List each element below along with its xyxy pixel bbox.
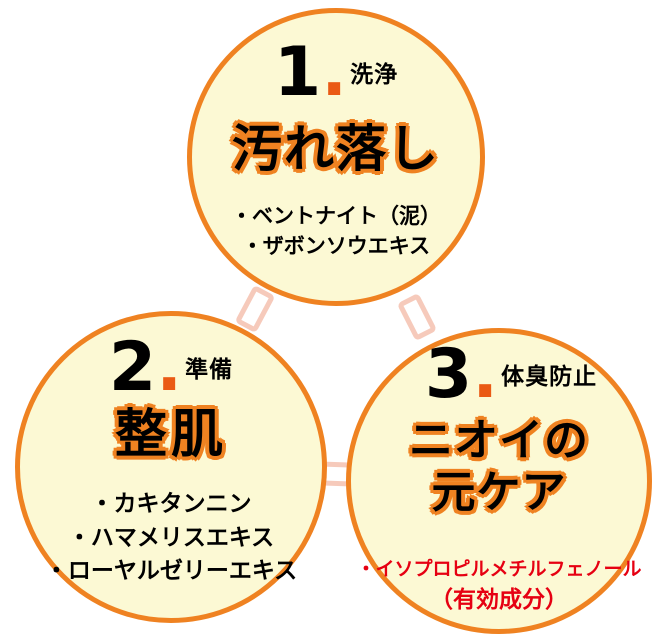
step-1-category-label: 洗浄: [350, 62, 399, 88]
step-1-number-dot: .: [321, 33, 348, 112]
ingredient-item: ・ハマメリスエキス: [67, 524, 275, 551]
step-2-circle: 2. 準備 整肌 ・カキタンニン ・ハマメリスエキス ・ローヤルゼリーエキス: [15, 311, 327, 623]
connector-top-to-right: [396, 292, 438, 342]
step-3-number-dot: .: [472, 335, 499, 414]
connector-top-to-left: [234, 284, 276, 334]
step-3-title-line: 元ケア: [431, 466, 567, 518]
step-2-title-line: 整肌: [114, 405, 227, 465]
step-2-title: 整肌: [115, 406, 227, 464]
step-2-number-row: 2. 準備: [109, 334, 233, 402]
ingredient-item: ・カキタンニン: [90, 491, 252, 518]
active-ingredient-item: ・イソプロピルメチルフェノール: [356, 557, 642, 580]
step-1-circle: 1. 洗浄 汚れ落し ・ベントナイト（泥） ・ザボンソウエキス: [187, 8, 485, 306]
step-1-title-line: 汚れ落し: [232, 120, 440, 178]
step-1-number-row: 1. 洗浄: [274, 39, 398, 107]
step-2-number: 2.: [109, 334, 182, 402]
step-2-category-label: 準備: [185, 357, 234, 383]
step-1-title: 汚れ落し: [232, 121, 440, 177]
step-3-title: ニオイの 元ケア: [409, 415, 589, 519]
step-1-ingredient-list: ・ベントナイト（泥） ・ザボンソウエキス: [231, 202, 441, 262]
step-1-number-value: 1: [273, 33, 322, 112]
step-3-category-label: 体臭防止: [501, 364, 598, 390]
step-3-number-value: 3: [424, 335, 473, 414]
step-3-circle: 3. 体臭防止 ニオイの 元ケア ・イソプロピルメチルフェノール （有効成分）: [346, 328, 652, 634]
step-2-number-value: 2: [108, 328, 157, 407]
active-ingredient-note: （有効成分）: [429, 587, 568, 614]
ingredient-item: ・ベントナイト（泥）: [231, 204, 441, 228]
step-1-number: 1.: [274, 39, 347, 107]
step-2-ingredient-list: ・カキタンニン ・ハマメリスエキス ・ローヤルゼリーエキス: [45, 488, 297, 588]
step-2-number-dot: .: [156, 328, 183, 407]
ingredient-item: ・ザボンソウエキス: [241, 233, 431, 258]
step-3-number: 3.: [425, 341, 498, 409]
step-3-number-row: 3. 体臭防止: [425, 341, 597, 409]
ingredient-item: ・ローヤルゼリーエキス: [44, 557, 298, 584]
step-3-ingredient-list: ・イソプロピルメチルフェノール （有効成分）: [356, 555, 641, 618]
step-3-title-line: ニオイの: [409, 415, 589, 466]
